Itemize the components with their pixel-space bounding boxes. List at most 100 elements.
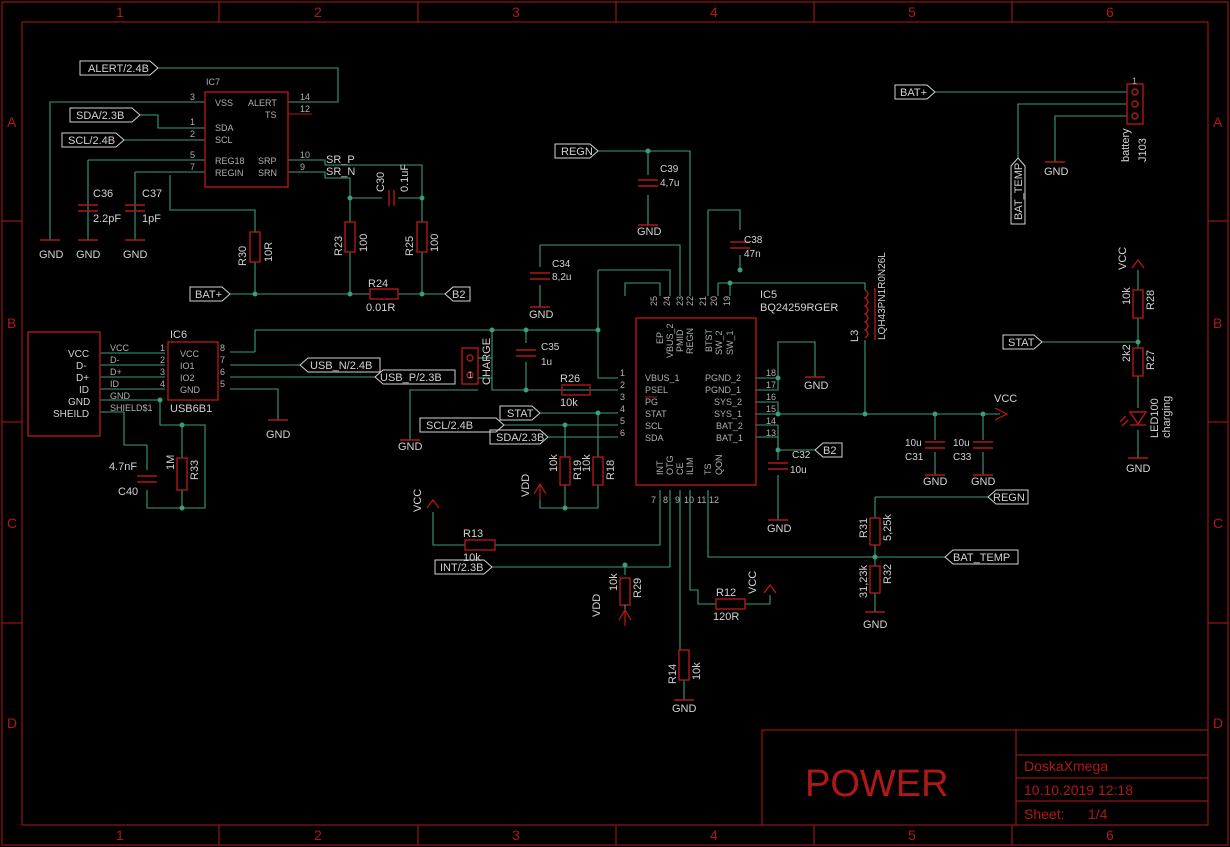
c38-value: 47n xyxy=(744,249,761,260)
net-usb-p[interactable]: USB_P/2.3B xyxy=(374,369,456,385)
resistor-r28[interactable]: 10k R28 xyxy=(1121,287,1157,319)
net-bat-plus-left[interactable]: BAT+ xyxy=(189,286,231,302)
resistor-r33[interactable]: 1M R33 xyxy=(165,455,201,491)
net-scl-ic7[interactable]: SCL/2.4B xyxy=(61,132,125,148)
usb-pin-dminus: D- xyxy=(76,361,87,372)
c37-ref: C37 xyxy=(142,188,162,200)
r23-ref: R23 xyxy=(333,236,345,256)
ic7-pin-scl: SCL xyxy=(215,135,233,145)
net-bat-temp-bottom[interactable]: BAT_TEMP xyxy=(944,549,1019,565)
ic7-num-9: 9 xyxy=(300,162,305,172)
capacitor-c38[interactable]: C38 47n xyxy=(730,235,763,260)
net-bat-temp-bottom-text: BAT_TEMP xyxy=(953,552,1010,564)
net-bat-temp-top[interactable]: BAT_TEMP xyxy=(1010,157,1026,225)
resistor-r18[interactable]: 10k R18 xyxy=(581,454,617,486)
col-label-1: 1 xyxy=(116,4,124,20)
c31-ref: C31 xyxy=(905,452,924,463)
net-stat-right-text: STAT xyxy=(1008,337,1035,349)
resistor-r12[interactable]: R12 120R xyxy=(713,587,746,623)
ic5-pin-psel: PSEL xyxy=(645,385,668,395)
charge-jumper[interactable]: 1 CHARGE xyxy=(461,338,493,385)
c39-value: 4,7u xyxy=(660,178,679,189)
capacitor-c40[interactable]: 4.7nF C40 xyxy=(109,461,157,498)
c36-value: 2.2pF xyxy=(93,213,121,225)
usb-wire-gnd: GND xyxy=(110,391,131,401)
net-alert[interactable]: ALERT/2.4B xyxy=(79,60,159,76)
resistor-r23[interactable]: R23 100 xyxy=(333,221,370,256)
usb-connector[interactable]: VCC D- D+ ID GND SHEILD VCC D- D+ ID GND… xyxy=(27,331,153,437)
wires xyxy=(49,67,1139,700)
resistor-r13[interactable]: R13 10k xyxy=(463,528,496,564)
resistor-r32[interactable]: 31,23k R32 xyxy=(858,564,894,598)
r30-value: 10R xyxy=(263,242,275,262)
net-stat-right[interactable]: STAT xyxy=(1002,334,1043,350)
net-sda-ic5[interactable]: SDA/2.3B xyxy=(489,429,549,445)
charge-label: CHARGE xyxy=(481,338,493,385)
ic6-pin-gnd: GND xyxy=(180,385,201,395)
r31-value: 5,25k xyxy=(882,514,894,541)
r24-value: 0.01R xyxy=(366,302,395,314)
ic7-num-14: 14 xyxy=(300,92,310,102)
resistor-r25[interactable]: R25 100 xyxy=(404,221,441,256)
r29-ref: R29 xyxy=(632,578,644,598)
resistor-r27[interactable]: 2k2 R27 xyxy=(1121,344,1157,377)
ic7-pin-vss: VSS xyxy=(215,98,233,108)
led-charging[interactable]: LED100 charging xyxy=(1119,396,1173,438)
capacitor-c37[interactable]: C37 1pF xyxy=(125,188,162,225)
net-usb-n[interactable]: USB_N/2.4B xyxy=(299,357,381,373)
ic5-charger[interactable]: IC5 BQ24259RGER EP VBUS_2 PMID REGN BTST… xyxy=(620,289,838,505)
ic7-pin-alert: ALERT xyxy=(248,98,277,108)
net-b2-right[interactable]: B2 xyxy=(814,442,843,458)
r28-value: 10k xyxy=(1121,287,1133,305)
resistor-r29[interactable]: 10k R29 xyxy=(608,573,644,612)
resistor-r26[interactable]: R26 10k xyxy=(560,373,591,409)
capacitor-c34[interactable]: C34 8,2u xyxy=(530,259,571,283)
capacitor-c32[interactable]: C32 10u xyxy=(768,450,811,476)
resistor-r31[interactable]: R31 5,25k xyxy=(858,514,894,546)
net-stat-ic5-text: STAT xyxy=(507,408,534,420)
battery-connector-j103[interactable]: 1 battery J103 xyxy=(1120,76,1149,162)
net-regn-bottom[interactable]: REGN xyxy=(987,489,1029,505)
ic5-pin-int: INT xyxy=(655,460,665,475)
capacitor-c31[interactable]: 10u C31 xyxy=(905,438,945,463)
net-sda-ic7[interactable]: SDA/2.3B xyxy=(69,107,141,123)
row-label-d: D xyxy=(7,715,17,731)
gnd-label-7: GND xyxy=(398,441,423,453)
l3-ref: L3 xyxy=(849,330,861,342)
net-stat-ic5[interactable]: STAT xyxy=(499,405,541,421)
vcc-symbol-r13: VCC xyxy=(412,489,440,512)
net-scl-ic5[interactable]: SCL/2.4B xyxy=(419,417,505,433)
r32-ref: R32 xyxy=(882,564,894,584)
gnd-label-13: GND xyxy=(672,703,697,715)
resistor-r14[interactable]: R14 10k xyxy=(667,649,703,684)
capacitor-c30[interactable]: C30 0.1uF xyxy=(375,164,411,206)
ic5-pin-vbus2: VBUS_2 xyxy=(665,323,675,358)
net-bat-plus-right[interactable]: BAT+ xyxy=(894,84,936,100)
capacitor-c39[interactable]: C39 4,7u xyxy=(638,164,679,189)
net-regn-top[interactable]: REGN xyxy=(554,143,599,159)
ic5-pin-sys2: SYS_2 xyxy=(714,397,742,407)
r27-value: 2k2 xyxy=(1121,344,1133,362)
led-ref: LED100 xyxy=(1149,398,1161,438)
vdd-symbol-sda: VDD xyxy=(520,474,547,500)
ic6-num-3: 3 xyxy=(160,367,165,377)
c34-value: 8,2u xyxy=(552,272,571,283)
inductor-l3[interactable]: L3 LQH43PN1R0N26L xyxy=(849,252,888,342)
ic6-usb-protection[interactable]: IC6 USB6B1 VCC IO1 IO2 GND 1 2 3 4 8 7 6… xyxy=(160,329,225,415)
ic5-num-1: 1 xyxy=(620,368,625,378)
ic5-num-16: 16 xyxy=(766,392,776,402)
capacitor-c35[interactable]: C35 1u xyxy=(516,342,560,368)
ic7-fuel-gauge[interactable]: IC7 VSS SDA SCL REG18 REGIN ALERT TS SRP… xyxy=(190,77,312,188)
net-int[interactable]: INT/2.3B xyxy=(434,559,493,575)
net-sda-ic5-text: SDA/2.3B xyxy=(496,432,544,444)
capacitor-c36[interactable]: C36 2.2pF xyxy=(78,188,121,225)
ic7-pin-sda: SDA xyxy=(215,123,234,133)
r33-value: 1M xyxy=(165,455,177,470)
net-b2-left[interactable]: B2 xyxy=(444,286,471,302)
resistor-r24[interactable]: R24 0.01R xyxy=(366,278,399,314)
row-label-a-right: A xyxy=(1213,114,1223,130)
gnd-label-11: GND xyxy=(767,523,792,535)
resistor-r19[interactable]: 10k R19 xyxy=(548,454,584,486)
capacitor-c33[interactable]: 10u C33 xyxy=(953,438,993,463)
resistor-r30[interactable]: R30 10R xyxy=(237,231,275,266)
